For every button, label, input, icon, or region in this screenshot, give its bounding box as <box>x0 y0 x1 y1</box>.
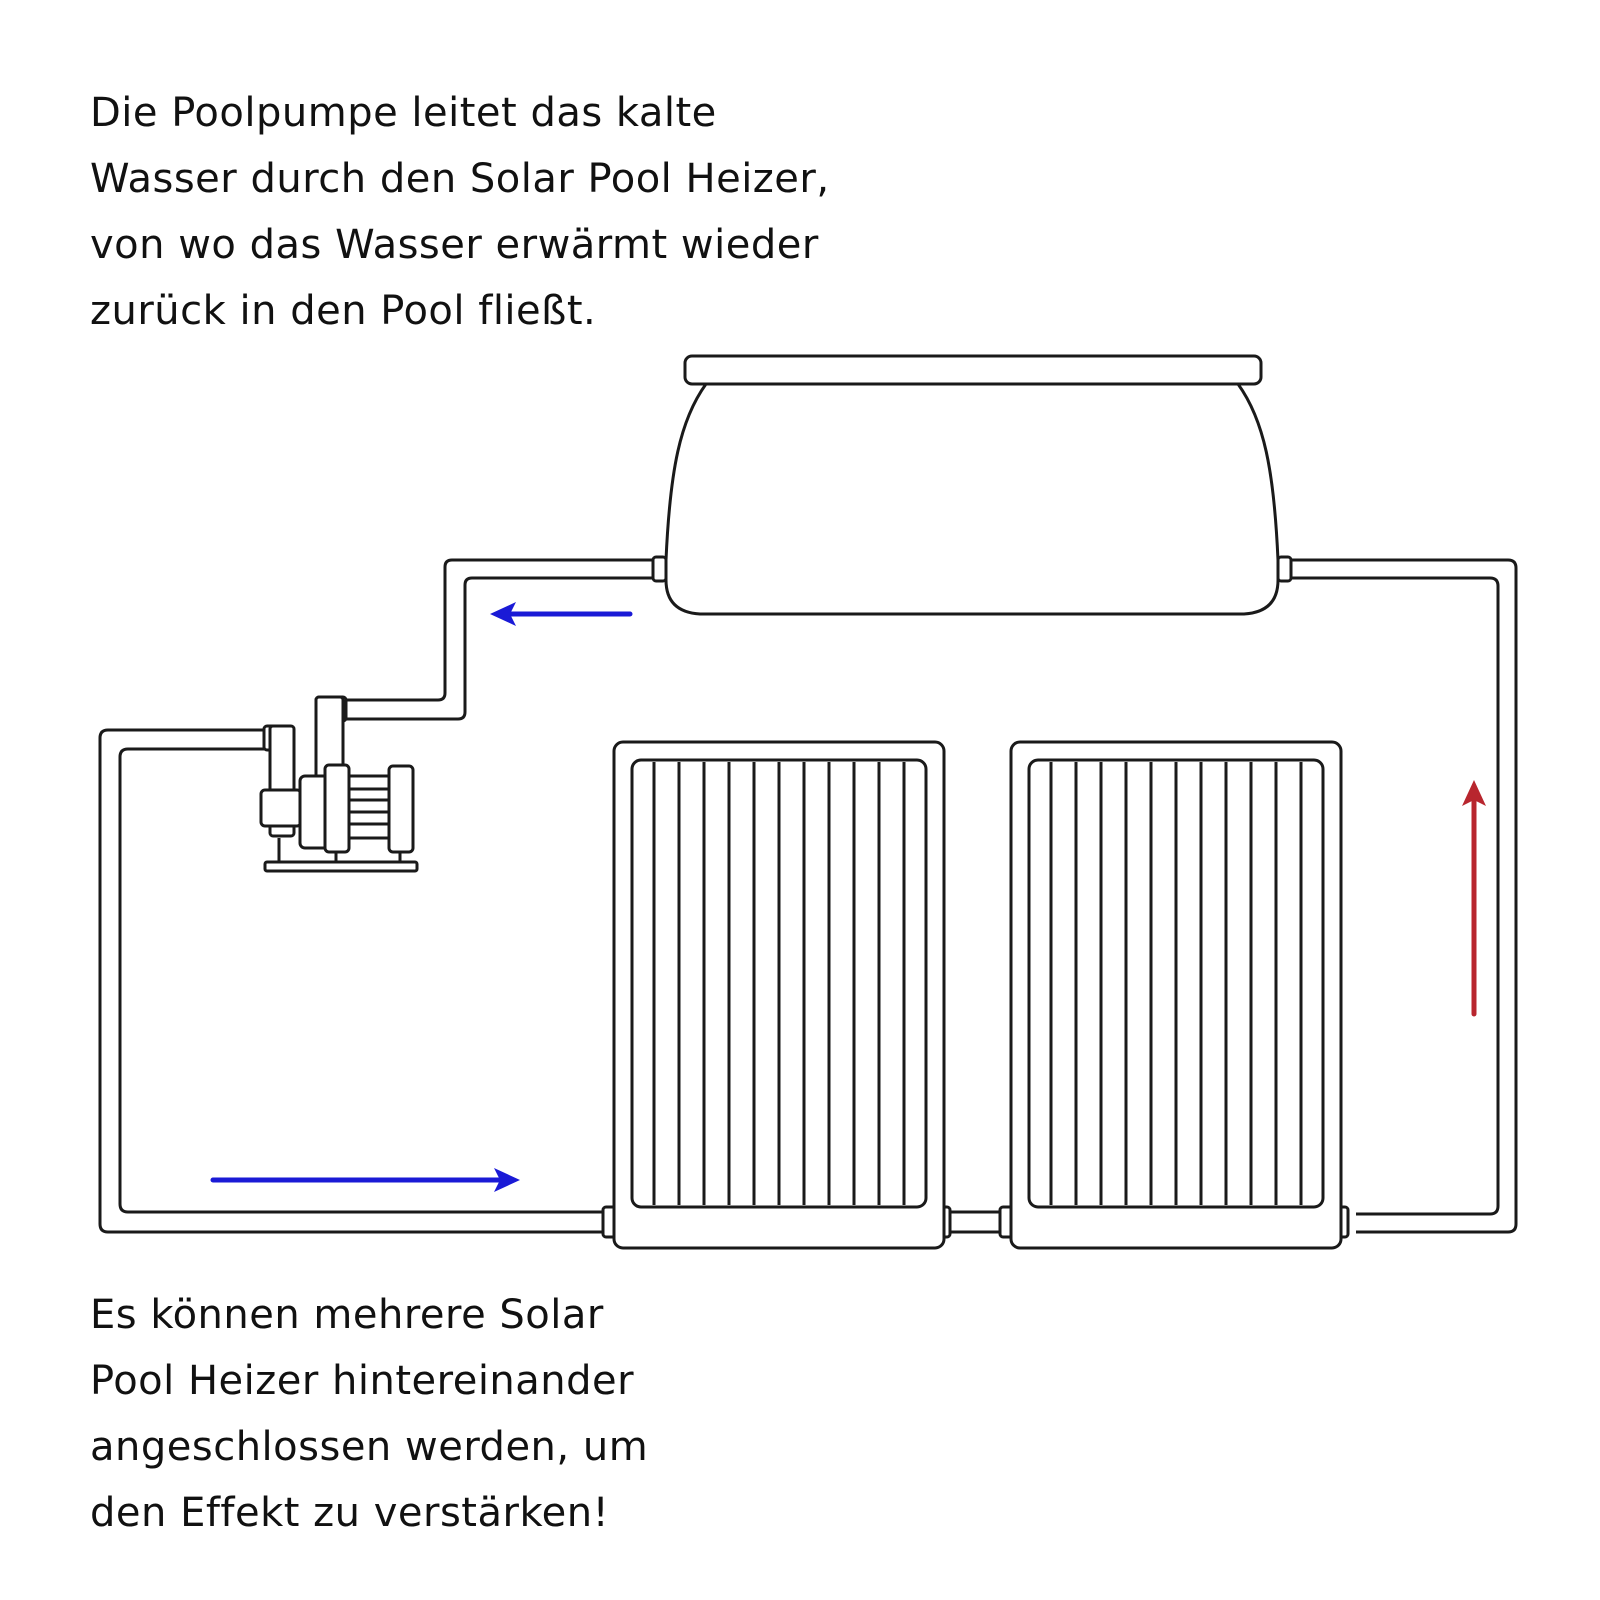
outro-line-2: Pool Heizer hintereinander <box>90 1358 635 1404</box>
pool-pump-icon <box>259 695 419 873</box>
solar-heater-panel-icon <box>652 762 906 1205</box>
outro-line-4: den Effekt zu verstärken! <box>90 1490 610 1536</box>
solar-heater-panel-1 <box>601 740 952 1250</box>
pipe-pool-to-pump <box>345 558 656 721</box>
outro-line-1: Es können mehrere Solar <box>90 1292 604 1338</box>
intro-line-4: zurück in den Pool fließt. <box>90 288 597 334</box>
pool-outlet-connector <box>651 555 668 583</box>
pool-inlet-connector <box>1276 555 1293 583</box>
pipe-pump-to-heater <box>98 728 610 1234</box>
cold-flow-arrowhead-top <box>490 602 516 626</box>
pool-icon <box>664 354 1280 616</box>
intro-text: Die Poolpumpe leitet das kalte Wasser du… <box>90 80 830 344</box>
intro-line-2: Wasser durch den Solar Pool Heizer, <box>90 156 830 202</box>
pipe-heater-to-pool <box>1288 558 1518 1234</box>
intro-line-1: Die Poolpumpe leitet das kalte <box>90 90 717 136</box>
intro-line-3: von wo das Wasser erwärmt wieder <box>90 222 819 268</box>
outro-line-3: angeschlossen werden, um <box>90 1424 649 1470</box>
cold-flow-arrowhead-bottom <box>494 1168 520 1192</box>
warm-flow-arrowhead <box>1462 780 1486 806</box>
outro-text: Es können mehrere Solar Pool Heizer hint… <box>90 1282 648 1546</box>
solar-heater-panel-icon <box>1049 762 1303 1205</box>
flow-arrow-icon <box>210 602 1486 1192</box>
solar-heater-panel-2 <box>998 740 1350 1250</box>
